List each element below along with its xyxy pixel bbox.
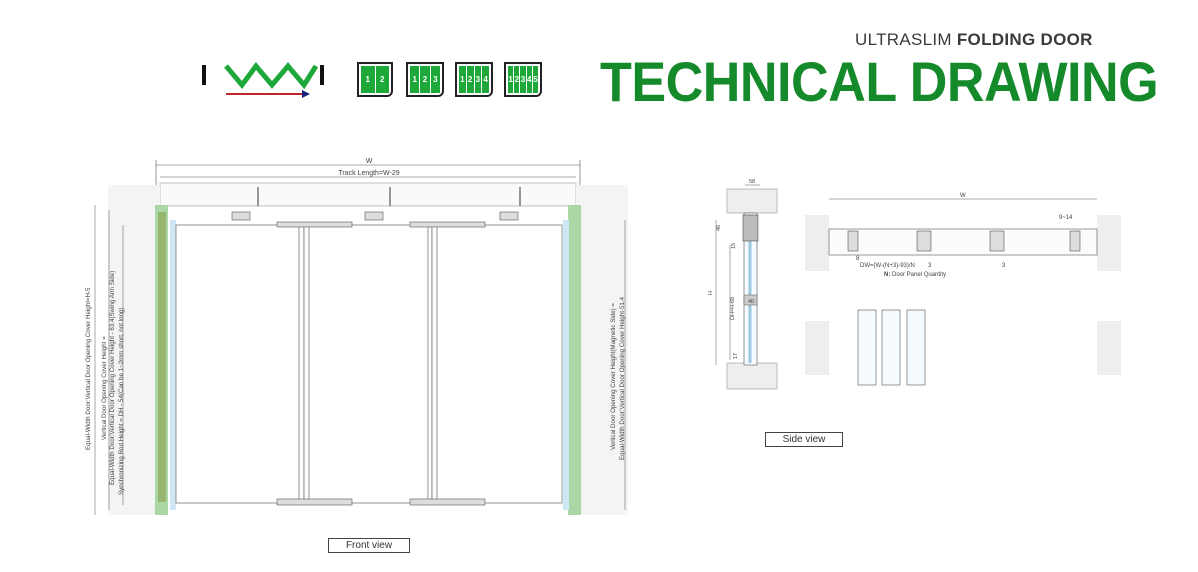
side-dim-dh: DH=H-68	[730, 297, 736, 320]
dim-left-4: Synchronizing Rod Height = DH - 54(Can b…	[118, 308, 125, 495]
panel-leaf: 3	[520, 66, 526, 93]
side-dim-h: H	[708, 291, 714, 295]
front-view-drawing: W Track Length=W-29 Equal-Width Door:Ver…	[85, 158, 628, 515]
plan-dim-right: 9~14	[1059, 215, 1073, 221]
track-length-label: Track Length=W-29	[338, 170, 399, 177]
plan-dim-3b: 3	[1002, 263, 1006, 269]
page-title: TECHNICAL DRAWING	[600, 50, 1159, 113]
plan-view-drawing: W 9~14 DW=(W-(N+3)-93)/N 8 3 3 N: Door P…	[805, 193, 1121, 386]
side-view-label: Side view	[765, 432, 843, 447]
side-dim-40: 40	[748, 299, 754, 305]
plan-dim-3a: 3	[928, 263, 932, 269]
plan-n-note: N: Door Panel Quantity	[884, 272, 946, 278]
panel-leaf: 2	[420, 66, 430, 93]
panel-leaf: 4	[526, 66, 532, 93]
panel-leaf: 2	[514, 66, 520, 93]
side-dim-top: 58	[749, 179, 755, 185]
panel-leaf: 5	[532, 66, 539, 93]
dim-left-1: Equal-Width Door:Vertical Door Opening C…	[85, 287, 92, 450]
panel-leaf: 3	[474, 66, 482, 93]
side-dim-17: 17	[733, 353, 739, 359]
product-subtitle: ULTRASLIM FOLDING DOOR	[855, 30, 1093, 49]
plan-formula: DW=(W-(N+3)-93)/N	[860, 263, 915, 269]
dim-right-2: Equal-Width Door:Vertical Door Opening C…	[619, 296, 626, 460]
side-dim-m: 46	[716, 225, 722, 231]
panel-leaf: 1	[361, 66, 375, 93]
side-dim-15: 15	[731, 243, 737, 249]
panel-leaf: 3	[430, 66, 440, 93]
plan-width-label: W	[960, 193, 966, 199]
panel-leaf: 4	[482, 66, 489, 93]
dim-left-3: Equal-Width Door:Vertical Door Opening C…	[109, 271, 116, 485]
panel-leaf: 2	[466, 66, 474, 93]
panel-leaf: 1	[410, 66, 420, 93]
panel-leaf: 2	[375, 66, 389, 93]
dim-left-2: Vertical Door Opening Cover Height =	[101, 336, 108, 440]
side-view-drawing: 58 46 15 H DH=H-68 40 17	[708, 179, 778, 390]
dim-right-1: Vertical Door Opening Cover Height(Magne…	[610, 303, 617, 450]
folding-motion-icon	[202, 61, 324, 98]
plan-dim-8: 8	[856, 256, 860, 262]
panel-leaf: 1	[508, 66, 514, 93]
panel-leaf: 1	[459, 66, 466, 93]
front-width-label: W	[366, 158, 373, 165]
front-view-label: Front view	[328, 538, 410, 553]
